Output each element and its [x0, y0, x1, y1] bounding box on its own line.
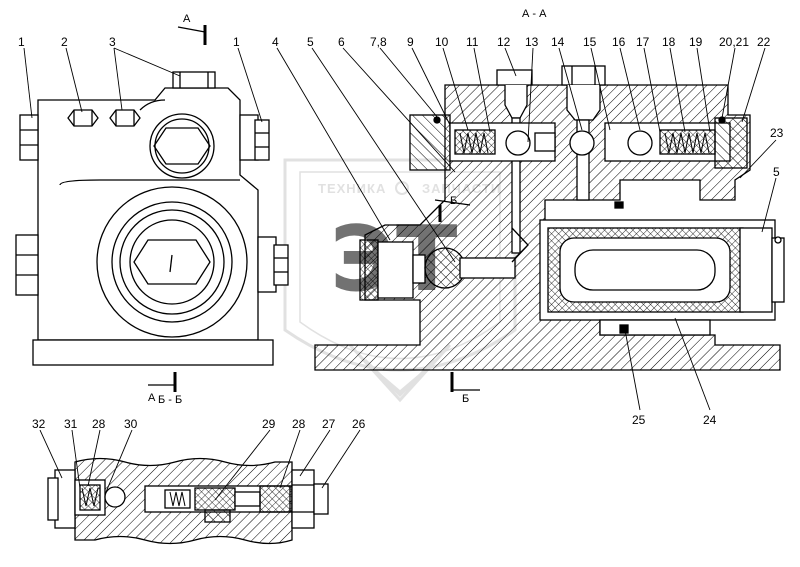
callout-31: 31 — [64, 417, 78, 431]
callout-18: 18 — [662, 35, 676, 49]
callout-12: 12 — [497, 35, 511, 49]
callout-11: 11 — [466, 35, 479, 49]
callout-14: 14 — [551, 35, 565, 49]
callout-28-right: 28 — [292, 417, 306, 431]
callout-24: 24 — [703, 413, 717, 427]
callout-15: 15 — [583, 35, 597, 49]
callout-27: 27 — [322, 417, 336, 431]
section-aa-callout-leaders — [276, 47, 777, 411]
callout-5-right: 5 — [773, 165, 780, 179]
cut-mark-a-bottom-label: А — [148, 392, 156, 404]
cut-mark-b-top-label: Б — [450, 195, 457, 207]
callout-20-21: 20,21 — [719, 35, 749, 49]
cut-mark-a-bottom: А — [148, 372, 177, 404]
callout-2: 2 — [61, 35, 68, 49]
left-end-view — [15, 71, 289, 366]
callout-3: 3 — [109, 35, 116, 49]
callout-16: 16 — [612, 35, 626, 49]
callout-17: 17 — [636, 35, 650, 49]
section-aa — [314, 65, 785, 371]
cut-mark-b-top: Б — [434, 195, 471, 222]
gear-icon — [395, 181, 409, 195]
callout-30: 30 — [124, 417, 138, 431]
callout-7-8: 7,8 — [370, 35, 387, 49]
callout-4: 4 — [272, 35, 279, 49]
callout-6: 6 — [338, 35, 345, 49]
left-view-callouts — [23, 47, 263, 123]
watermark-text-left: ТЕХНИКА — [318, 181, 386, 196]
section-bb — [47, 457, 329, 545]
callout-22: 22 — [757, 35, 771, 49]
callout-26: 26 — [352, 417, 366, 431]
callout-29: 29 — [262, 417, 276, 431]
callout-9: 9 — [407, 35, 414, 49]
callout-19: 19 — [689, 35, 703, 49]
callout-28-left: 28 — [92, 417, 106, 431]
cut-mark-b-bottom: Б — [450, 372, 480, 405]
callout-23: 23 — [770, 126, 784, 140]
section-bb-callout-leaders — [39, 429, 361, 501]
cut-mark-a-top: А — [177, 13, 207, 45]
callout-10: 10 — [435, 35, 449, 49]
callout-13: 13 — [525, 35, 539, 49]
section-bb-title: Б - Б — [158, 394, 182, 406]
callout-5-top: 5 — [307, 35, 314, 49]
callout-32: 32 — [32, 417, 46, 431]
callout-1-left: 1 — [18, 35, 25, 49]
callout-1-right: 1 — [233, 35, 240, 49]
section-aa-title: А - А — [522, 8, 547, 20]
cut-mark-a-top-label: А — [183, 13, 191, 25]
callout-25: 25 — [632, 413, 646, 427]
cut-mark-b-bottom-label: Б — [462, 393, 469, 405]
